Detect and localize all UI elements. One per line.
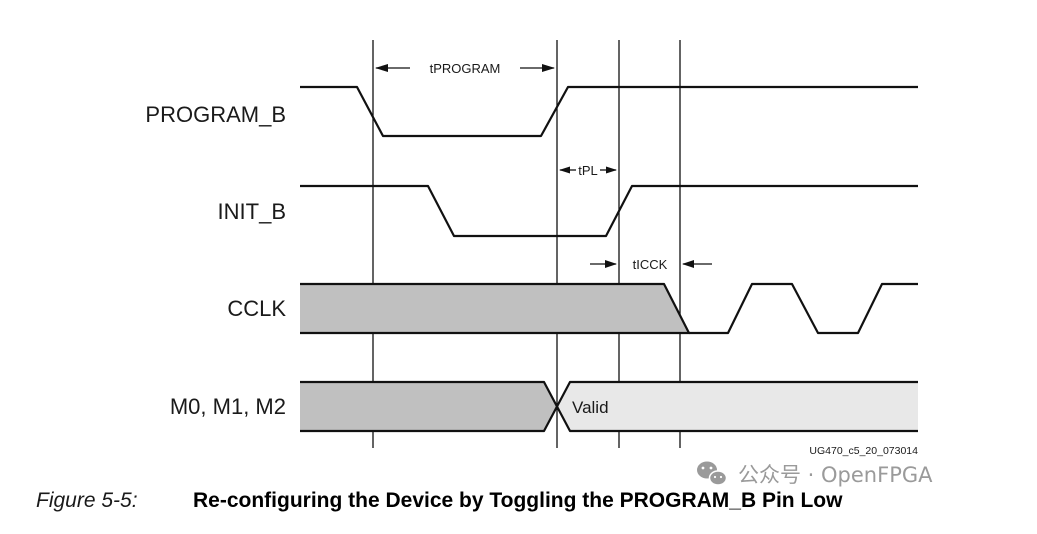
signal-label-program-b: PROGRAM_B (145, 102, 286, 127)
wechat-icon (697, 461, 728, 486)
signal-label-cclk: CCLK (227, 296, 286, 321)
bus-modes-valid-label: Valid (572, 398, 609, 417)
bus-modes: Valid (300, 380, 918, 433)
arrow-left-icon (375, 64, 388, 72)
waveform-program-b (300, 85, 918, 138)
waveform-init-b (300, 184, 918, 238)
cclk-undefined-region (300, 284, 689, 333)
arrow-right-icon (542, 64, 555, 72)
bus-modes-undefined-region (300, 382, 557, 431)
t-program-measure: tPROGRAM (375, 61, 555, 76)
signal-label-init-b: INIT_B (218, 199, 286, 224)
figure-reference-id: UG470_c5_20_073014 (809, 445, 918, 457)
timing-label-t-icck: tICCK (633, 257, 668, 272)
timing-label-t-program: tPROGRAM (430, 61, 501, 76)
watermark: 公众号 · OpenFPGA (697, 461, 933, 487)
arrow-left-icon (682, 260, 694, 268)
arrow-left-icon (559, 166, 570, 174)
figure-caption-number: Figure 5-5: (36, 489, 138, 512)
arrow-right-icon (605, 260, 617, 268)
signal-label-modes: M0, M1, M2 (170, 394, 286, 419)
bus-modes-valid-region (557, 382, 918, 431)
arrow-right-icon (606, 166, 617, 174)
waveform-cclk (300, 282, 918, 335)
t-icck-measure: tICCK (590, 257, 712, 272)
timing-label-t-pl: tPL (578, 163, 598, 178)
t-pl-measure: tPL (559, 163, 617, 178)
watermark-text: 公众号 · OpenFPGA (738, 463, 933, 487)
figure-caption-title: Re-configuring the Device by Toggling th… (193, 489, 843, 512)
